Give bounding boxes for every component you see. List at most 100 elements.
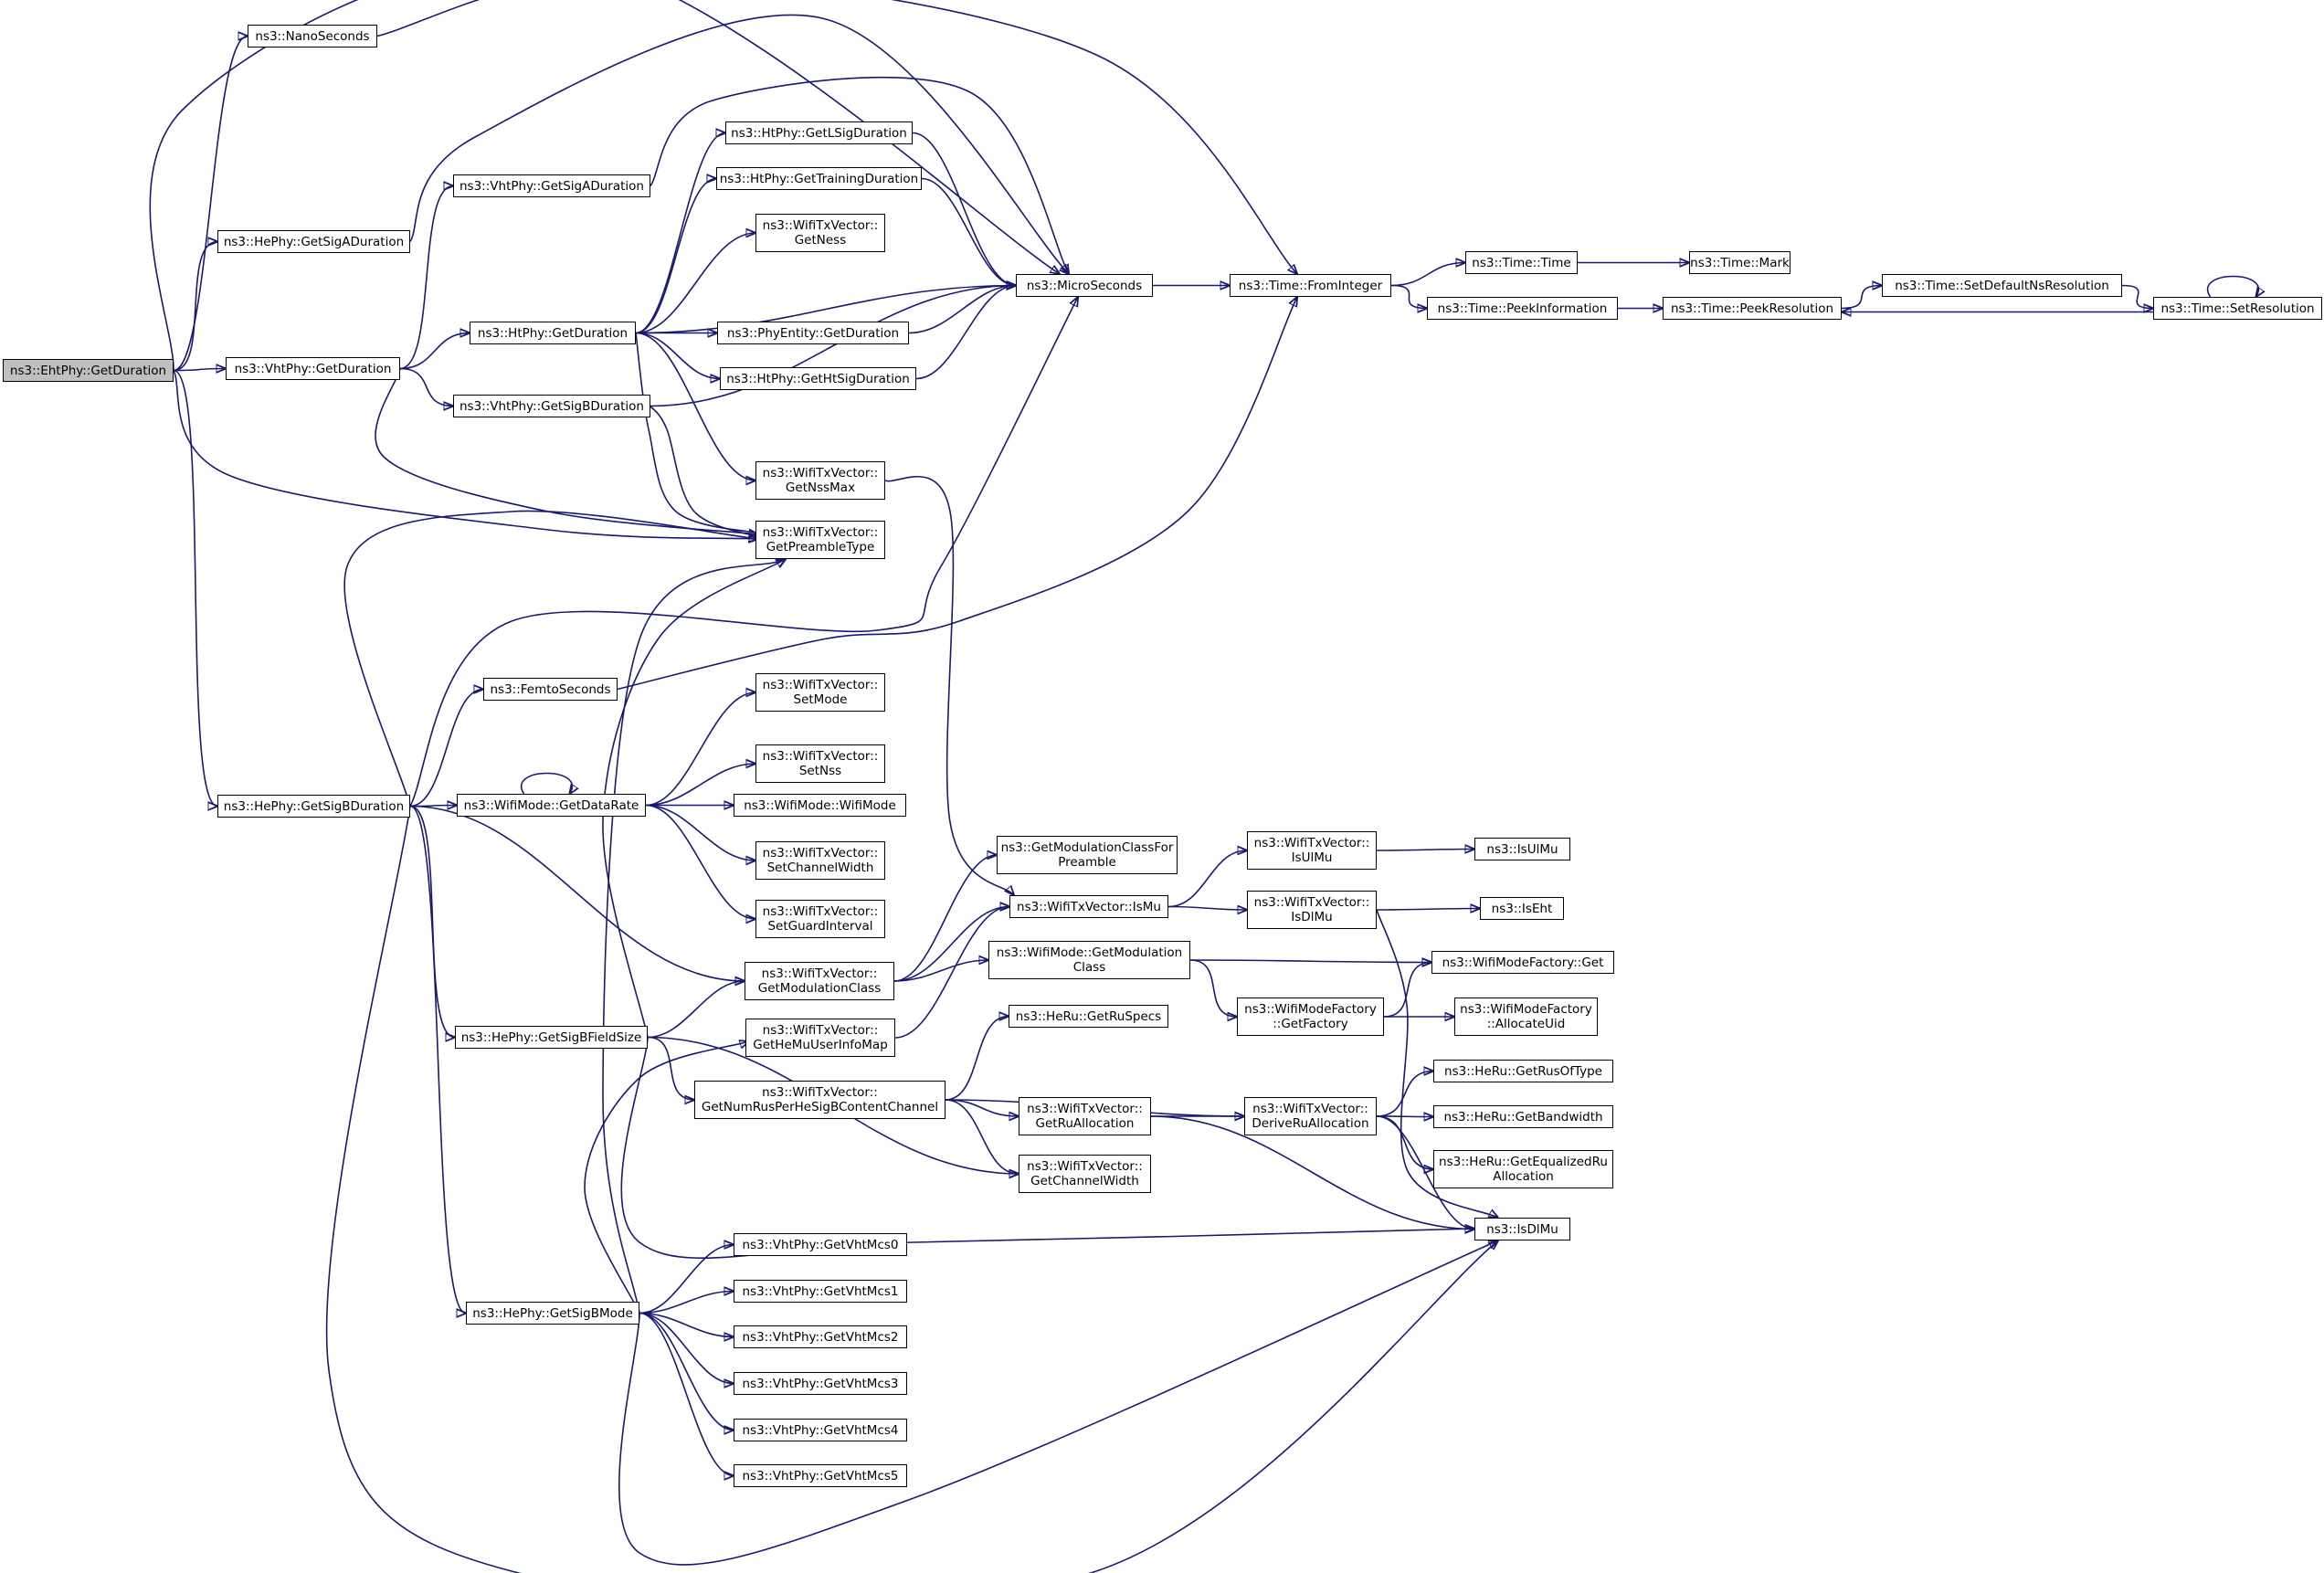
- edge-he-getsigbfieldsize-to-txv-getnumrusperhesigbcontentchannel: [647, 1036, 694, 1101]
- node-he-getsigbfieldsize[interactable]: ns3::HePhy::GetSigBFieldSize: [455, 1026, 648, 1049]
- node-txv-getpreambletype[interactable]: ns3::WifiTxVector:: GetPreambleType: [755, 521, 885, 559]
- edge-txv-getnssmax-to-txv-ismu: [884, 475, 1014, 895]
- edge-txv-deriveruallocation-to-isdlmu: [1376, 1115, 1474, 1230]
- node-txv-isdlmu[interactable]: ns3::WifiTxVector:: IsDlMu: [1247, 891, 1377, 929]
- node-ht-gettrainingduration[interactable]: ns3::HtPhy::GetTrainingDuration: [716, 167, 922, 190]
- node-vht-getsigaduration[interactable]: ns3::VhtPhy::GetSigADuration: [453, 174, 650, 197]
- node-isdlmu[interactable]: ns3::IsDlMu: [1474, 1218, 1570, 1240]
- node-txv-getnumrusperhesigbcontentchannel[interactable]: ns3::WifiTxVector:: GetNumRusPerHeSigBCo…: [694, 1081, 945, 1119]
- node-wmf-get[interactable]: ns3::WifiModeFactory::Get: [1431, 951, 1614, 974]
- node-time-peekinformation[interactable]: ns3::Time::PeekInformation: [1427, 297, 1618, 320]
- edge-vht-getsigaduration-to-microseconds: [650, 76, 1069, 274]
- node-getmodulationclassforpreamble[interactable]: ns3::GetModulationClassFor Preamble: [997, 836, 1178, 874]
- node-txv-getmodulationclass[interactable]: ns3::WifiTxVector:: GetModulationClass: [745, 962, 894, 1000]
- edge-txv-deriveruallocation-to-heru-getbandwidth: [1376, 1116, 1433, 1117]
- node-heru-getrusoftype[interactable]: ns3::HeRu::GetRusOfType: [1433, 1060, 1613, 1082]
- edge-ht-getduration-to-txv-getness: [635, 233, 755, 334]
- node-txv-getruallocation[interactable]: ns3::WifiTxVector:: GetRuAllocation: [1019, 1097, 1151, 1135]
- edge-ht-getduration-to-ht-getlsigduration: [635, 133, 725, 334]
- node-wifimode-getdatarate[interactable]: ns3::WifiMode::GetDataRate: [457, 794, 646, 817]
- node-eht-getduration: ns3::EhtPhy::GetDuration: [3, 359, 174, 382]
- node-ht-getduration[interactable]: ns3::HtPhy::GetDuration: [470, 322, 636, 344]
- edge-he-getsigbfieldsize-to-txv-getmodulationclass: [647, 981, 745, 1039]
- node-iseht[interactable]: ns3::IsEht: [1480, 897, 1564, 920]
- edge-ht-getduration-to-ht-gettrainingduration: [635, 179, 716, 334]
- edge-wifimode-getmodulationclass-to-wmf-getfactory: [1189, 959, 1237, 1017]
- edge-wifimode-getdatarate-to-txv-setguardinterval: [645, 804, 755, 920]
- node-vht-getvhtmcs5[interactable]: ns3::VhtPhy::GetVhtMcs5: [734, 1464, 907, 1487]
- edge-ht-gethtsigduration-to-microseconds: [915, 286, 1016, 380]
- node-nanoseconds[interactable]: ns3::NanoSeconds: [248, 25, 377, 48]
- edge-txv-getmodulationclass-to-getmodulationclassforpreamble: [893, 855, 997, 982]
- edge-txv-getmodulationclass-to-wifimode-getmodulationclass: [893, 960, 988, 982]
- edge-ht-gettrainingduration-to-microseconds: [921, 177, 1016, 286]
- edge-time-frominteger-to-time-peekinformation: [1390, 284, 1427, 309]
- edge-wifimode-getdatarate-to-txv-setmode: [645, 692, 755, 807]
- node-txv-getnssmax[interactable]: ns3::WifiTxVector:: GetNssMax: [755, 461, 885, 500]
- edge-txv-isdlmu-to-isdlmu: [1376, 909, 1498, 1218]
- node-heru-getequalizedruallocation[interactable]: ns3::HeRu::GetEqualizedRu Allocation: [1433, 1150, 1613, 1188]
- node-time-time[interactable]: ns3::Time::Time: [1465, 251, 1578, 274]
- edge-nanoseconds-to-time-frominteger: [376, 0, 1297, 274]
- edge-txv-getmodulationclass-to-txv-ismu: [893, 907, 1009, 982]
- node-wmf-getfactory[interactable]: ns3::WifiModeFactory ::GetFactory: [1237, 998, 1384, 1036]
- node-wifimode-wifimode[interactable]: ns3::WifiMode::WifiMode: [734, 794, 906, 817]
- node-txv-getchannelwidth[interactable]: ns3::WifiTxVector:: GetChannelWidth: [1019, 1155, 1151, 1193]
- edge-vht-getduration-to-vht-getsigaduration: [399, 186, 453, 370]
- edge-he-getsigbmode-to-vht-getvhtmcs4: [639, 1312, 734, 1430]
- node-txv-ismu[interactable]: ns3::WifiTxVector::IsMu: [1009, 895, 1168, 918]
- node-heru-getruspecs[interactable]: ns3::HeRu::GetRuSpecs: [1009, 1005, 1168, 1028]
- node-time-mark[interactable]: ns3::Time::Mark: [1689, 251, 1791, 274]
- edge-he-getsigbduration-to-microseconds: [409, 297, 1078, 807]
- edge-wifimode-getdatarate-to-txv-setnss: [645, 764, 755, 807]
- edge-eht-getduration-to-he-getsigaduration: [173, 242, 217, 372]
- node-microseconds[interactable]: ns3::MicroSeconds: [1016, 274, 1153, 297]
- node-vht-getvhtmcs3[interactable]: ns3::VhtPhy::GetVhtMcs3: [734, 1372, 907, 1395]
- edge-txv-deriveruallocation-to-heru-getequalizedruallocation: [1376, 1115, 1433, 1169]
- edge-vht-getduration-to-ht-getduration: [399, 333, 470, 370]
- node-txv-setguardinterval[interactable]: ns3::WifiTxVector:: SetGuardInterval: [755, 900, 885, 938]
- node-vht-getvhtmcs4[interactable]: ns3::VhtPhy::GetVhtMcs4: [734, 1419, 907, 1441]
- node-he-getsigaduration[interactable]: ns3::HePhy::GetSigADuration: [217, 230, 410, 253]
- node-txv-isulmu[interactable]: ns3::WifiTxVector:: IsUlMu: [1247, 831, 1377, 870]
- edge-time-frominteger-to-time-time: [1390, 263, 1465, 287]
- node-time-setresolution[interactable]: ns3::Time::SetResolution: [2153, 297, 2322, 320]
- edge-he-getsigbfieldsize-to-isdlmu: [620, 1037, 1474, 1259]
- node-txv-setchannelwidth[interactable]: ns3::WifiTxVector:: SetChannelWidth: [755, 841, 885, 880]
- edge-he-getsigaduration-to-microseconds: [409, 14, 1069, 274]
- node-time-frominteger[interactable]: ns3::Time::FromInteger: [1230, 274, 1391, 297]
- node-vht-getvhtmcs0[interactable]: ns3::VhtPhy::GetVhtMcs0: [734, 1233, 907, 1256]
- node-vht-getvhtmcs2[interactable]: ns3::VhtPhy::GetVhtMcs2: [734, 1325, 907, 1348]
- edge-he-getsigbmode-to-vht-getvhtmcs3: [639, 1312, 734, 1384]
- node-txv-getness[interactable]: ns3::WifiTxVector:: GetNess: [755, 214, 885, 252]
- node-ht-getlsigduration[interactable]: ns3::HtPhy::GetLSigDuration: [725, 121, 913, 144]
- node-vht-getvhtmcs1[interactable]: ns3::VhtPhy::GetVhtMcs1: [734, 1280, 907, 1303]
- node-phyentity-getduration[interactable]: ns3::PhyEntity::GetDuration: [717, 322, 909, 344]
- node-txv-setmode[interactable]: ns3::WifiTxVector:: SetMode: [755, 673, 885, 712]
- edge-txv-getnumrusperhesigbcontentchannel-to-heru-getruspecs: [945, 1017, 1009, 1101]
- node-he-getsigbduration[interactable]: ns3::HePhy::GetSigBDuration: [217, 795, 410, 818]
- node-vht-getduration[interactable]: ns3::VhtPhy::GetDuration: [226, 357, 400, 380]
- edge-txv-ismu-to-txv-isdlmu: [1167, 907, 1247, 911]
- node-time-setdefaultnsresolution[interactable]: ns3::Time::SetDefaultNsResolution: [1882, 274, 2122, 297]
- node-txv-setnss[interactable]: ns3::WifiTxVector:: SetNss: [755, 744, 885, 783]
- node-txv-deriveruallocation[interactable]: ns3::WifiTxVector:: DeriveRuAllocation: [1244, 1097, 1377, 1135]
- node-time-peekresolution[interactable]: ns3::Time::PeekResolution: [1663, 297, 1842, 320]
- edge-txv-getruallocation-to-isdlmu: [1150, 1115, 1474, 1230]
- edge-he-getsigbmode-to-vht-getvhtmcs2: [639, 1312, 734, 1337]
- node-wifimode-getmodulationclass[interactable]: ns3::WifiMode::GetModulation Class: [988, 941, 1190, 979]
- node-wmf-allocateuid[interactable]: ns3::WifiModeFactory ::AllocateUid: [1454, 998, 1598, 1036]
- node-heru-getbandwidth[interactable]: ns3::HeRu::GetBandwidth: [1433, 1105, 1613, 1128]
- edge-he-getsigbduration-to-he-getsigbfieldsize: [409, 805, 455, 1038]
- node-txv-gethemuuserinfomap[interactable]: ns3::WifiTxVector:: GetHeMuUserInfoMap: [745, 1019, 895, 1057]
- edge-ht-getduration-to-microseconds: [635, 286, 1016, 334]
- node-he-getsigbmode[interactable]: ns3::HePhy::GetSigBMode: [466, 1302, 639, 1325]
- node-isulmu[interactable]: ns3::IsUlMu: [1474, 838, 1570, 860]
- edge-femtoseconds-to-time-frominteger: [617, 297, 1297, 691]
- edge-vht-getduration-to-txv-getpreambletype: [375, 368, 758, 535]
- node-ht-gethtsigduration[interactable]: ns3::HtPhy::GetHtSigDuration: [720, 367, 916, 390]
- edge-eht-getduration-to-txv-getpreambletype: [173, 370, 758, 540]
- node-femtoseconds[interactable]: ns3::FemtoSeconds: [483, 678, 618, 701]
- node-vht-getsigbduration[interactable]: ns3::VhtPhy::GetSigBDuration: [453, 395, 650, 417]
